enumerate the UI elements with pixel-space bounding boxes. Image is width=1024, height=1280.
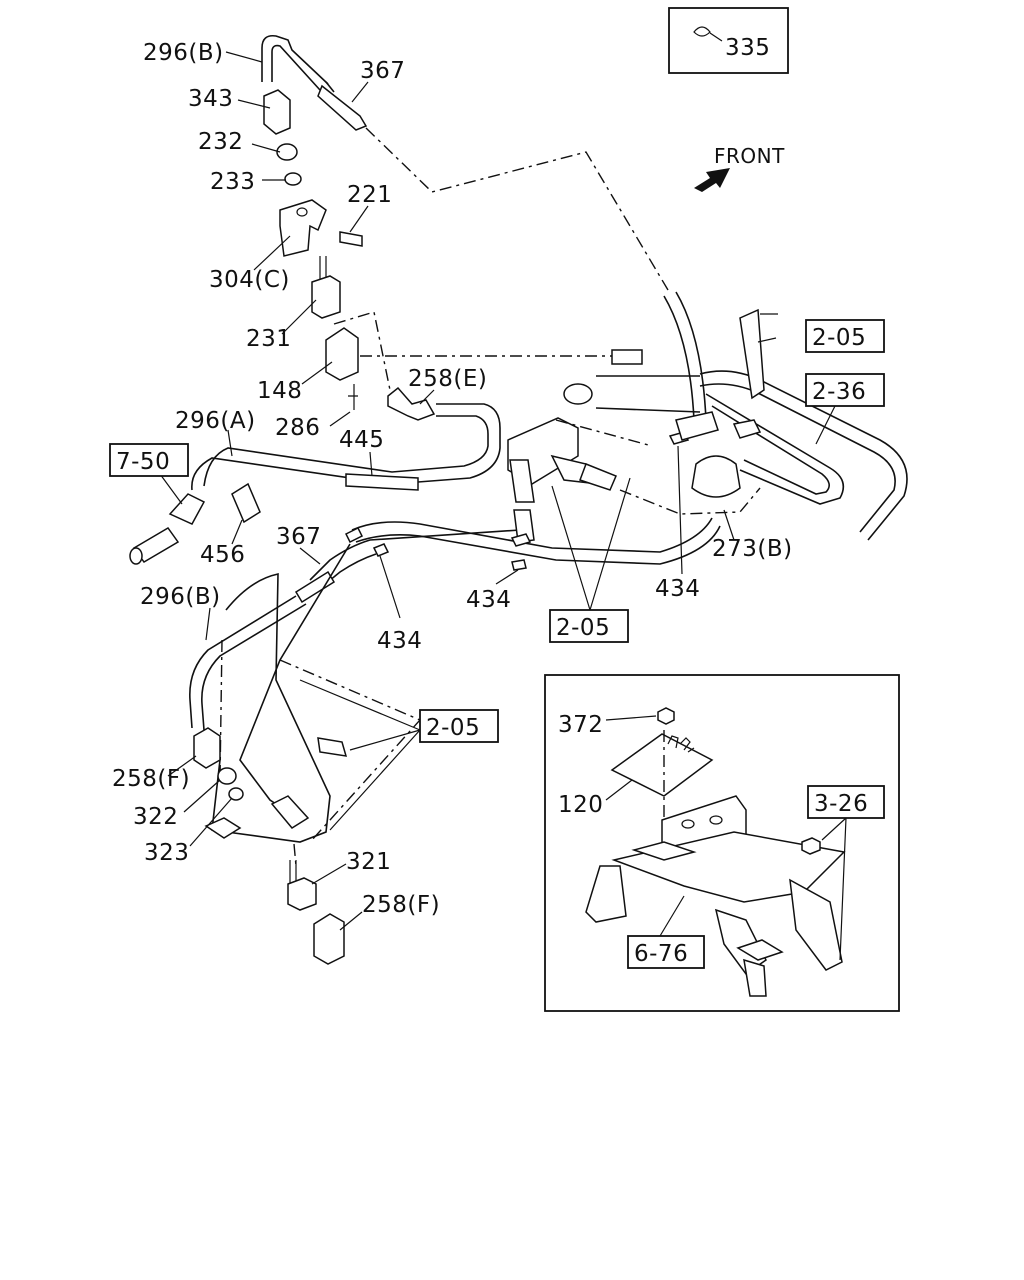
boot-273b xyxy=(691,455,741,498)
connector-7-50 xyxy=(168,493,206,525)
part-148 xyxy=(325,327,359,381)
side-bracket xyxy=(789,878,843,971)
ref-2-36: 2-36 xyxy=(812,379,866,405)
ref-7-50: 7-50 xyxy=(116,449,170,475)
clip-434-center xyxy=(510,533,532,547)
ref-2-05-top: 2-05 xyxy=(812,325,866,351)
callout-456: 456 xyxy=(200,542,245,568)
callout-120: 120 xyxy=(558,792,603,818)
callout-343: 343 xyxy=(188,86,233,112)
nut-372 xyxy=(657,707,675,725)
part-221 xyxy=(339,231,363,247)
callout-445: 445 xyxy=(339,427,384,453)
front-label: FRONT xyxy=(714,144,785,168)
inset-detail: 372 120 3-26 6-76 xyxy=(544,674,900,1012)
callout-296b-mid: 296(B) xyxy=(140,584,221,610)
ref-2-05-center: 2-05 xyxy=(556,615,610,641)
leader-lines xyxy=(159,51,837,931)
legend-box: 335 xyxy=(668,7,789,74)
part-232 xyxy=(276,143,298,161)
callout-322: 322 xyxy=(133,804,178,830)
callout-296b-top: 296(B) xyxy=(143,40,224,66)
callout-304c: 304(C) xyxy=(209,267,290,293)
nut-3-26 xyxy=(801,837,821,855)
callout-233: 233 xyxy=(210,169,255,195)
callout-434-right: 434 xyxy=(655,576,700,602)
part-258e xyxy=(387,386,436,421)
part-231 xyxy=(311,275,341,319)
callout-296a: 296(A) xyxy=(175,408,256,434)
part-258f-upper xyxy=(193,727,221,769)
callout-286: 286 xyxy=(275,415,320,441)
part-323 xyxy=(228,787,244,801)
callout-258e: 258(E) xyxy=(408,366,487,392)
callout-148: 148 xyxy=(257,378,302,404)
callout-258f-lower: 258(F) xyxy=(362,892,440,918)
hose-assembly xyxy=(129,34,908,965)
callout-258f-upper: 258(F) xyxy=(112,766,190,792)
callout-221: 221 xyxy=(347,182,392,208)
reference-boxes: 2-05 2-36 7-50 2-05 2-05 xyxy=(109,319,885,743)
ref-2-05-lower: 2-05 xyxy=(426,715,480,741)
part-343 xyxy=(263,89,291,135)
callout-367-top: 367 xyxy=(360,58,405,84)
part-456 xyxy=(231,482,261,524)
front-arrow-icon xyxy=(694,168,730,192)
callouts: 296(B) 367 343 232 233 221 304(C) 231 14… xyxy=(112,40,793,918)
ref-3-26: 3-26 xyxy=(814,791,868,817)
callout-434-center: 434 xyxy=(466,587,511,613)
clip-434-left xyxy=(344,526,364,544)
callout-323: 323 xyxy=(144,840,189,866)
plate-120 xyxy=(610,733,714,797)
callout-372: 372 xyxy=(558,712,603,738)
ref-6-76: 6-76 xyxy=(634,941,688,967)
callout-367-mid: 367 xyxy=(276,524,321,550)
callout-273b: 273(B) xyxy=(712,536,793,562)
part-258f-lower xyxy=(313,913,345,965)
part-304c xyxy=(279,199,327,257)
callout-321: 321 xyxy=(346,849,391,875)
part-233 xyxy=(284,172,302,186)
front-direction-indicator: FRONT xyxy=(694,144,785,192)
part-322 xyxy=(217,767,237,785)
callout-434-left: 434 xyxy=(377,628,422,654)
callout-232: 232 xyxy=(198,129,243,155)
legend-label: 335 xyxy=(725,35,770,61)
part-321 xyxy=(287,877,317,911)
callout-231: 231 xyxy=(246,326,291,352)
